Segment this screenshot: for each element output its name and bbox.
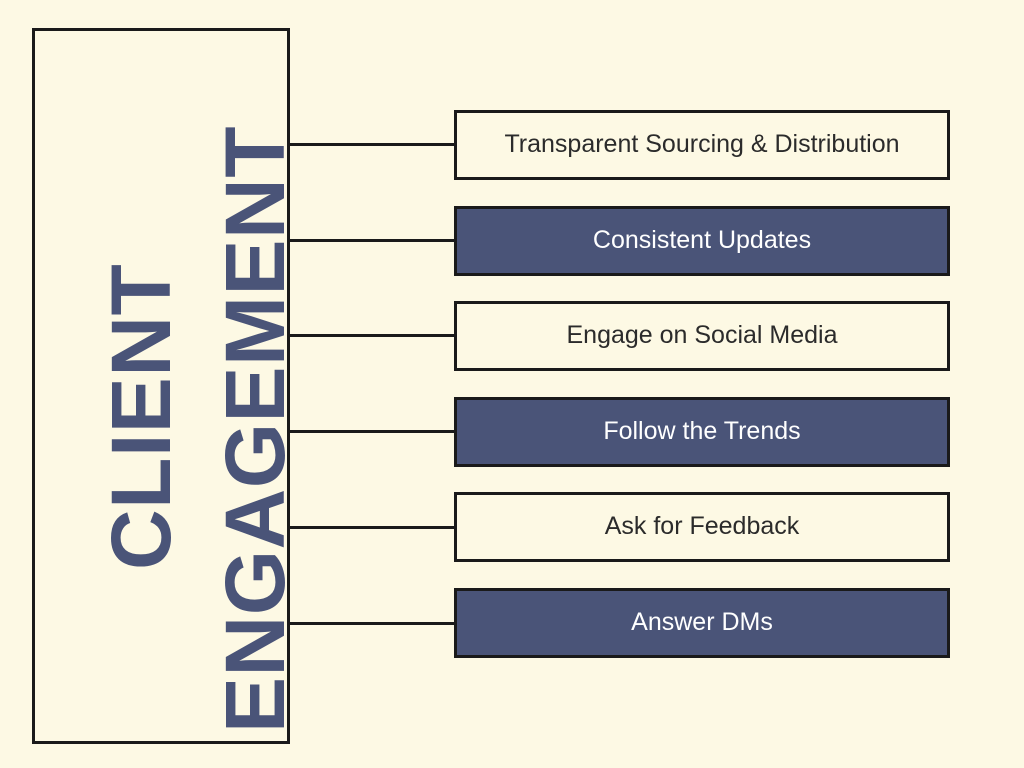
item-box-3[interactable]: Engage on Social Media [454, 301, 950, 371]
item-label-3: Engage on Social Media [566, 321, 838, 350]
connector-line-5 [290, 526, 455, 529]
title-line-engagement: ENGAGEMENT [208, 125, 302, 733]
item-box-2[interactable]: Consistent Updates [454, 206, 950, 276]
item-label-5: Ask for Feedback [604, 512, 800, 541]
item-box-5[interactable]: Ask for Feedback [454, 492, 950, 562]
connector-line-6 [290, 622, 455, 625]
connector-line-3 [290, 334, 455, 337]
item-label-4: Follow the Trends [603, 417, 801, 446]
item-label-6: Answer DMs [631, 608, 773, 637]
item-label-2: Consistent Updates [592, 226, 812, 255]
item-label-1: Transparent Sourcing & Distribution [504, 130, 900, 159]
item-box-1[interactable]: Transparent Sourcing & Distribution [454, 110, 950, 180]
connector-line-1 [290, 143, 455, 146]
item-box-6[interactable]: Answer DMs [454, 588, 950, 658]
connector-line-2 [290, 239, 455, 242]
item-box-4[interactable]: Follow the Trends [454, 397, 950, 467]
title-line-client: CLIENT [94, 263, 188, 570]
connector-line-4 [290, 430, 455, 433]
title-panel: CLIENT ENGAGEMENT [32, 28, 302, 744]
